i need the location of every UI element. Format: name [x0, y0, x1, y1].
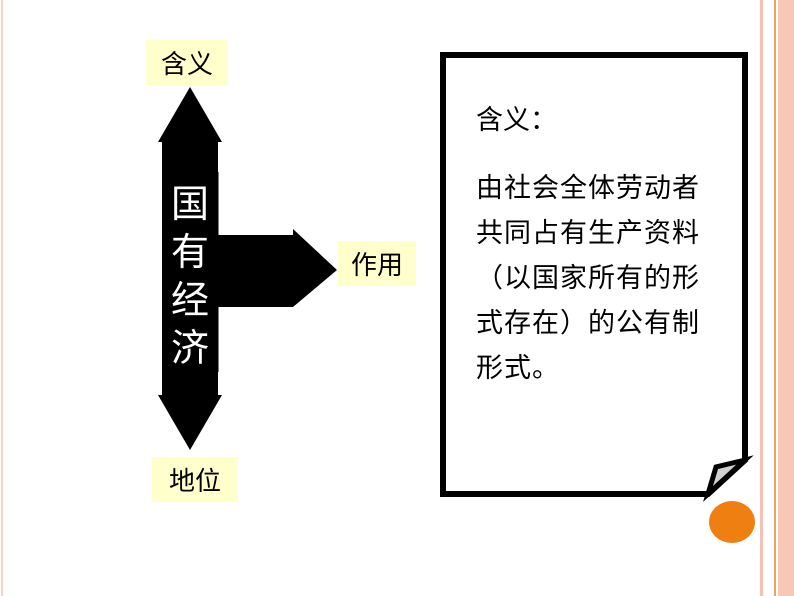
label-status: 地位	[152, 457, 238, 502]
label-meaning: 含义	[146, 40, 228, 85]
folded-corner	[703, 455, 754, 502]
decor-stripe	[774, 0, 776, 596]
right-arrow	[216, 229, 337, 307]
decor-stripe	[778, 0, 794, 596]
char: 国	[170, 182, 209, 226]
note-title: 含义：	[476, 105, 557, 136]
decor-stripe	[1, 0, 3, 596]
label-text: 地位	[168, 467, 221, 497]
char: 有	[170, 230, 209, 274]
label-text: 作用	[350, 251, 403, 281]
decor-stripe	[760, 0, 763, 596]
char: 经	[170, 278, 209, 322]
label-function: 作用	[338, 241, 416, 286]
orange-circle	[709, 501, 755, 543]
label-text: 含义	[160, 50, 213, 80]
vertical-double-arrow	[158, 87, 222, 450]
note-body: 由社会全体劳动者共同占有生产资料（以国家所有的形式存在）的公有制形式。	[476, 173, 700, 384]
char: 济	[170, 326, 209, 370]
state-economy-label: 国 有 经 济	[162, 180, 218, 372]
